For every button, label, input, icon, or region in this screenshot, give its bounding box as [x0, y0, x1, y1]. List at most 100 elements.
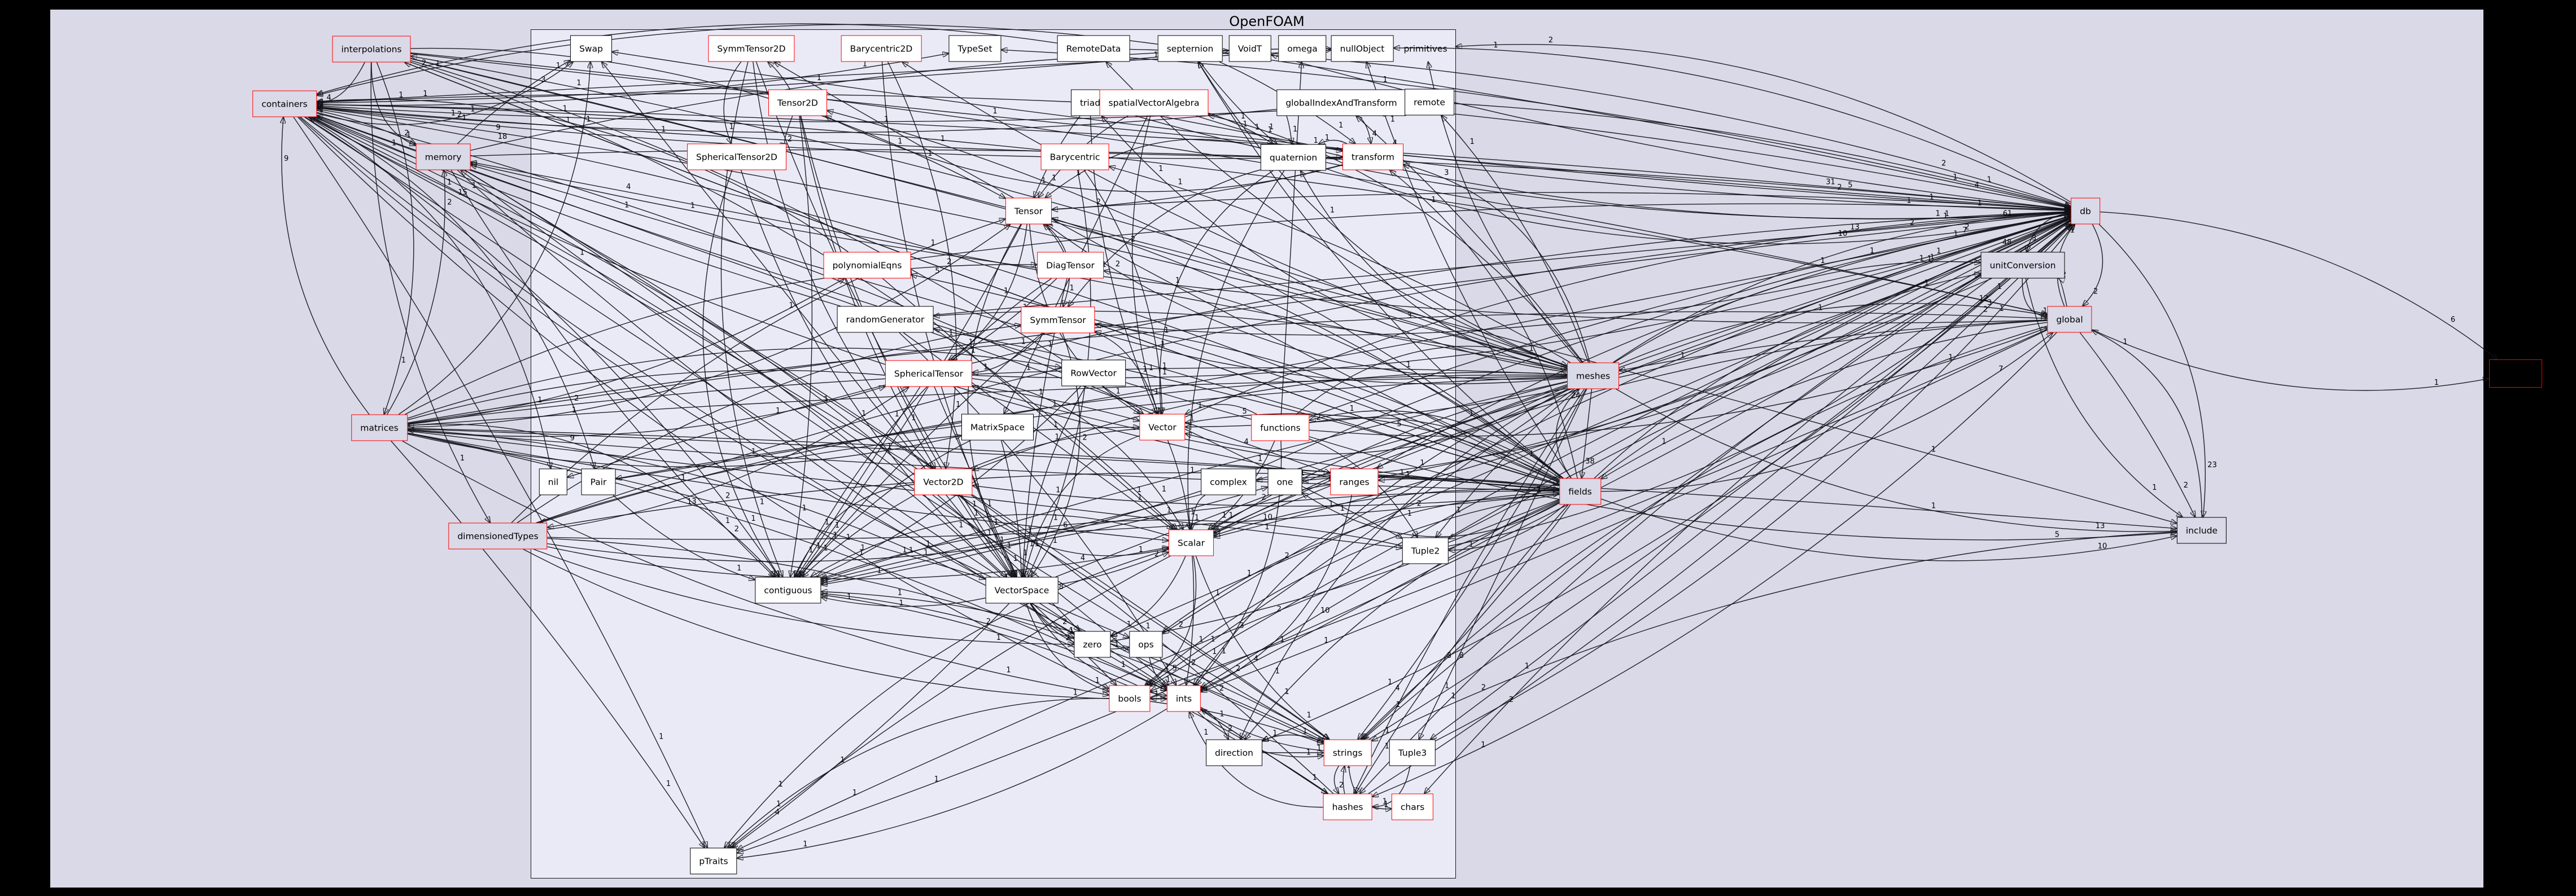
svg-text:1: 1 [1385, 726, 1389, 735]
svg-text:1: 1 [1329, 500, 1333, 508]
svg-text:1: 1 [1139, 546, 1143, 554]
node-global[interactable]: global [2047, 306, 2092, 333]
node-Tensor2D[interactable]: Tensor2D [768, 89, 827, 116]
svg-text:1: 1 [1121, 661, 1126, 669]
node-ops[interactable]: ops [1129, 631, 1163, 658]
node-unitConversion[interactable]: unitConversion [1980, 252, 2065, 279]
svg-text:1: 1 [1053, 537, 1057, 545]
svg-text:2: 2 [1317, 414, 1321, 422]
node-include[interactable]: include [2176, 517, 2227, 544]
node-db[interactable]: db [2071, 197, 2100, 225]
node-memory[interactable]: memory [416, 143, 471, 170]
node-nullObject[interactable]: nullObject [1331, 35, 1394, 62]
node-zero[interactable]: zero [1074, 631, 1111, 658]
svg-text:1: 1 [1420, 459, 1424, 468]
node-quaternion[interactable]: quaternion [1260, 144, 1327, 171]
node-fields[interactable]: fields [1559, 478, 1601, 505]
node-SphericalTensor2D[interactable]: SphericalTensor2D [687, 143, 786, 170]
svg-text:18: 18 [498, 133, 508, 141]
node-meshes[interactable]: meshes [1567, 362, 1620, 389]
svg-text:10: 10 [1263, 513, 1272, 522]
svg-text:31: 31 [1826, 178, 1835, 186]
node-chars[interactable]: chars [1391, 793, 1434, 820]
node-SymmTensor2D[interactable]: SymmTensor2D [708, 35, 795, 62]
svg-text:1: 1 [1324, 636, 1328, 645]
svg-text:1: 1 [847, 593, 851, 601]
svg-text:1: 1 [1931, 502, 1936, 511]
node-bools[interactable]: bools [1109, 685, 1151, 712]
node-direction[interactable]: direction [1206, 739, 1262, 766]
node-Tuple3[interactable]: Tuple3 [1389, 739, 1436, 766]
svg-text:4: 4 [1395, 684, 1399, 693]
svg-text:1: 1 [884, 116, 889, 124]
node-VectorSpace[interactable]: VectorSpace [985, 577, 1059, 604]
node-transform[interactable]: transform [1342, 143, 1403, 170]
node-Pair[interactable]: Pair [581, 468, 616, 495]
node-Barycentric2D[interactable]: Barycentric2D [841, 35, 922, 62]
node-hashes[interactable]: hashes [1323, 793, 1372, 820]
svg-text:9: 9 [284, 155, 288, 163]
svg-text:1: 1 [399, 91, 403, 100]
svg-text:1: 1 [1275, 667, 1280, 675]
svg-text:1: 1 [898, 588, 902, 597]
node-DiagTensor[interactable]: DiagTensor [1037, 252, 1104, 279]
node-SymmTensor[interactable]: SymmTensor [1021, 306, 1095, 333]
svg-text:1: 1 [779, 780, 783, 789]
svg-text:4: 4 [1393, 139, 1397, 148]
svg-text:2: 2 [1062, 618, 1067, 626]
node-Barycentric[interactable]: Barycentric [1040, 143, 1109, 170]
svg-text:1: 1 [1313, 774, 1317, 782]
node-strings[interactable]: strings [1323, 739, 1372, 766]
node-remote[interactable]: remote [1405, 89, 1454, 116]
node-MatrixSpace[interactable]: MatrixSpace [961, 414, 1034, 441]
node-ints[interactable]: ints [1166, 685, 1201, 712]
node-containers[interactable]: containers [252, 90, 317, 117]
svg-text:2: 2 [1285, 552, 1289, 560]
node-complex[interactable]: complex [1201, 468, 1256, 495]
svg-text:1: 1 [1906, 197, 1911, 205]
svg-text:2: 2 [447, 198, 452, 207]
node-polynomialEqns[interactable]: polynomialEqns [823, 252, 911, 279]
svg-text:1: 1 [983, 363, 988, 372]
svg-text:1: 1 [911, 414, 916, 423]
node-Tensor[interactable]: Tensor [1005, 197, 1052, 225]
svg-text:1: 1 [1936, 210, 1940, 218]
node-ranges[interactable]: ranges [1330, 468, 1379, 495]
node-one[interactable]: one [1267, 468, 1302, 495]
svg-text:2: 2 [1339, 781, 1344, 790]
node-SphericalTensor[interactable]: SphericalTensor [885, 360, 973, 387]
node-matrices[interactable]: matrices [351, 414, 408, 441]
svg-text:2: 2 [2184, 481, 2188, 490]
node-Vector[interactable]: Vector [1139, 414, 1186, 441]
svg-text:1: 1 [1007, 542, 1012, 550]
svg-text:1: 1 [1953, 173, 1957, 182]
node-septernion[interactable]: septernion [1157, 35, 1223, 62]
node-Scalar[interactable]: Scalar [1168, 529, 1214, 556]
node-randomGenerator[interactable]: randomGenerator [837, 306, 934, 333]
svg-text:1: 1 [1127, 620, 1131, 629]
svg-text:1: 1 [1055, 433, 1059, 442]
node-Vector2D[interactable]: Vector2D [914, 468, 973, 495]
node-nil[interactable]: nil [539, 468, 568, 495]
node-Tuple2[interactable]: Tuple2 [1402, 537, 1449, 564]
node-interpolations[interactable]: interpolations [332, 36, 411, 63]
node-dimensionedTypes[interactable]: dimensionedTypes [448, 522, 548, 550]
node-functions[interactable]: functions [1251, 414, 1310, 441]
svg-text:1: 1 [846, 533, 851, 542]
node-spatialVectorAlgebra[interactable]: spatialVectorAlgebra [1099, 89, 1209, 116]
svg-text:1: 1 [1537, 486, 1542, 494]
node-omega[interactable]: omega [1278, 35, 1327, 62]
node-pTraits[interactable]: pTraits [690, 847, 737, 875]
node-TypeSet[interactable]: TypeSet [948, 35, 1001, 62]
svg-text:1: 1 [1388, 678, 1392, 687]
node-Swap[interactable]: Swap [570, 35, 612, 62]
node-contiguous[interactable]: contiguous [755, 577, 821, 604]
svg-text:3: 3 [1240, 622, 1244, 630]
node-VoidT[interactable]: VoidT [1228, 35, 1271, 62]
node-globalIndexAndTransform[interactable]: globalIndexAndTransform [1276, 89, 1406, 116]
svg-text:1: 1 [1997, 283, 2002, 291]
node-RowVector[interactable]: RowVector [1061, 359, 1126, 386]
node-RemoteData[interactable]: RemoteData [1057, 35, 1130, 62]
svg-text:2: 2 [1083, 433, 1087, 442]
svg-text:7: 7 [1998, 365, 2003, 374]
